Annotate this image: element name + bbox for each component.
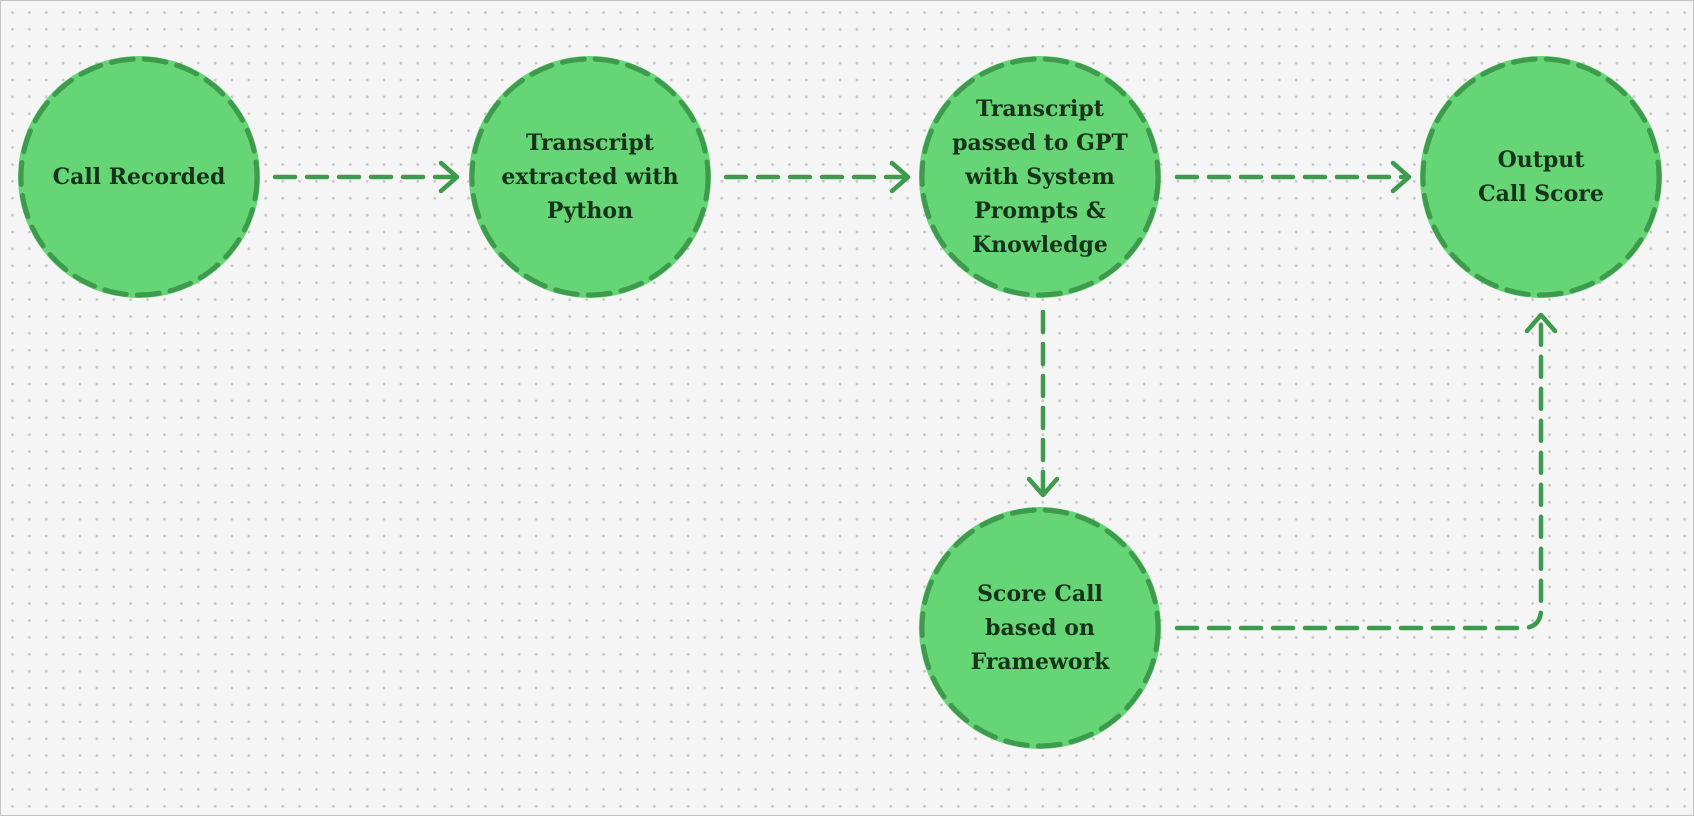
node-label: Score Call based on Framework [970,581,1110,675]
node-label: Transcript extracted with Python [501,130,679,224]
node-label: Call Recorded [52,164,226,190]
node-transcript-extracted[interactable]: Transcript extracted with Python [469,56,711,298]
node-score-call[interactable]: Score Call based on Framework [919,507,1161,749]
arrowhead-up-to-output-call-score [1524,312,1558,334]
node-dashed-border [469,56,711,298]
node-dashed-border [1420,56,1662,298]
node-dashed-border [919,56,1161,298]
node-transcript-to-gpt[interactable]: Transcript passed to GPT with System Pro… [919,56,1161,298]
node-dashed-border [919,507,1161,749]
arrowhead-to-score-call [1026,476,1060,498]
node-output-call-score[interactable]: Output Call Score [1420,56,1662,298]
node-label: Output Call Score [1478,147,1604,207]
node-call-recorded[interactable]: Call Recorded [18,56,260,298]
arrowhead-to-transcript-extracted [438,160,460,194]
node-label: Transcript passed to GPT with System Pro… [952,96,1128,258]
node-dashed-border [18,56,260,298]
arrowhead-to-transcript-to-gpt [889,160,911,194]
connector-score-call-to-output-call-score [1174,316,1544,631]
arrowhead-to-output-call-score [1390,160,1412,194]
